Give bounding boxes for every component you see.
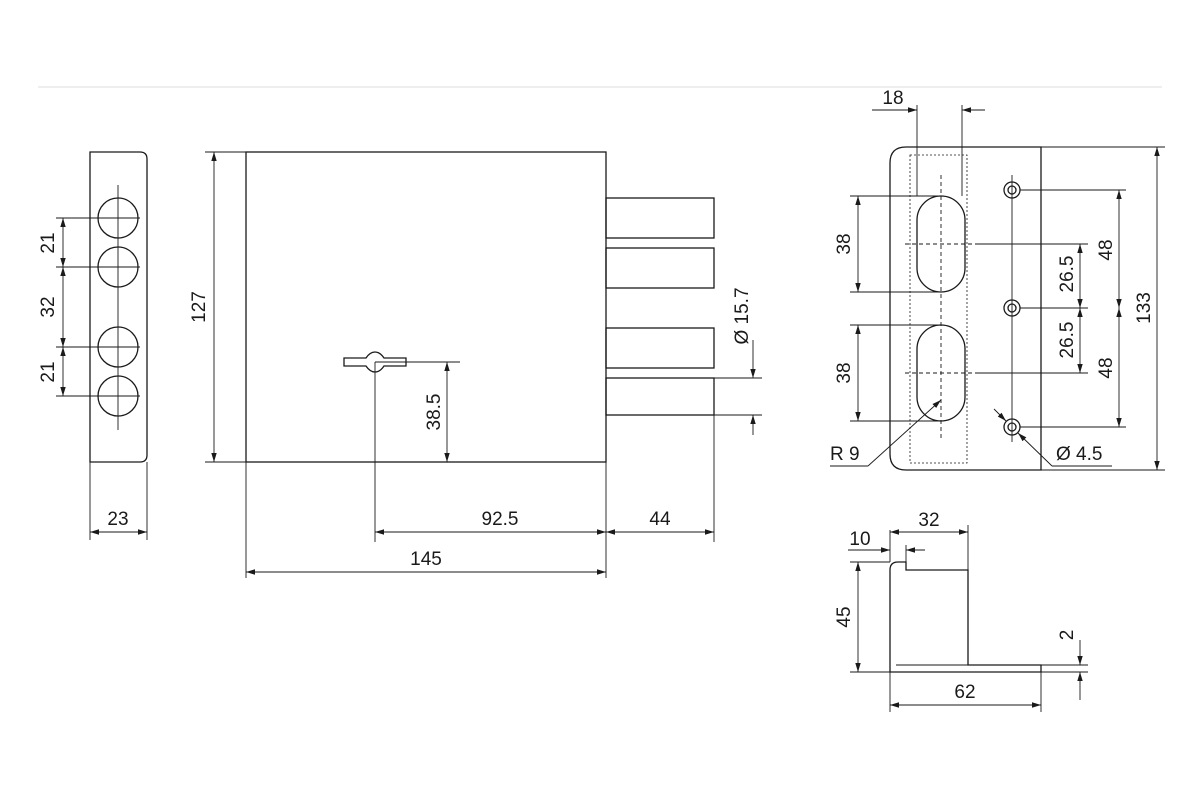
plate-view: 18 38 38 26.5 26.5 48 48 133 R 9 xyxy=(830,88,1165,471)
plate-recess xyxy=(909,154,968,464)
dim-bolt-throw: 44 xyxy=(649,509,671,530)
dim-key-offset: 92.5 xyxy=(482,509,519,530)
bolt-4 xyxy=(605,377,715,416)
dim-bolt-diameter: Ø 15.7 xyxy=(732,287,753,344)
dim-half-lower: 26.5 xyxy=(1057,322,1078,359)
dim-lip: 10 xyxy=(849,529,870,550)
strike-plate xyxy=(889,146,1042,471)
bolt-2 xyxy=(605,247,715,289)
key-slot xyxy=(343,351,407,373)
dim-depth: 32 xyxy=(918,510,939,531)
dim-key-height: 38.5 xyxy=(424,394,445,431)
dim-profile-height: 45 xyxy=(834,606,855,627)
dim-profile-width: 62 xyxy=(954,682,975,703)
dim-radius: R 9 xyxy=(830,444,860,465)
dim-profile-thickness: 2 xyxy=(1057,630,1078,641)
dim-hole-diameter: Ø 4.5 xyxy=(1056,444,1102,465)
dim-half-upper: 26.5 xyxy=(1057,256,1078,293)
front-view: 127 38.5 92.5 44 145 Ø 15.7 xyxy=(189,151,762,578)
dim-spacing-mid: 32 xyxy=(38,296,59,317)
profile-view: 10 32 45 2 62 xyxy=(834,510,1088,712)
dim-slot-upper: 38 xyxy=(834,233,855,254)
dim-spacing-top: 21 xyxy=(38,232,59,253)
dim-thickness: 23 xyxy=(107,509,128,530)
dim-slot-lower: 38 xyxy=(834,362,855,383)
side-view-body xyxy=(89,151,148,463)
profile-body xyxy=(889,561,1042,673)
lock-body xyxy=(245,151,607,463)
dim-slot-width: 18 xyxy=(882,88,903,109)
dim-body-height: 127 xyxy=(189,291,210,323)
dim-body-width: 145 xyxy=(410,549,442,570)
bolt-1 xyxy=(605,197,715,239)
dim-hole-lower: 48 xyxy=(1096,357,1117,378)
dim-plate-height: 133 xyxy=(1134,292,1155,324)
dim-spacing-bottom: 21 xyxy=(38,361,59,382)
side-view: 21 32 21 23 xyxy=(38,151,148,540)
bolt-3 xyxy=(605,327,715,369)
dim-hole-upper: 48 xyxy=(1096,239,1117,260)
